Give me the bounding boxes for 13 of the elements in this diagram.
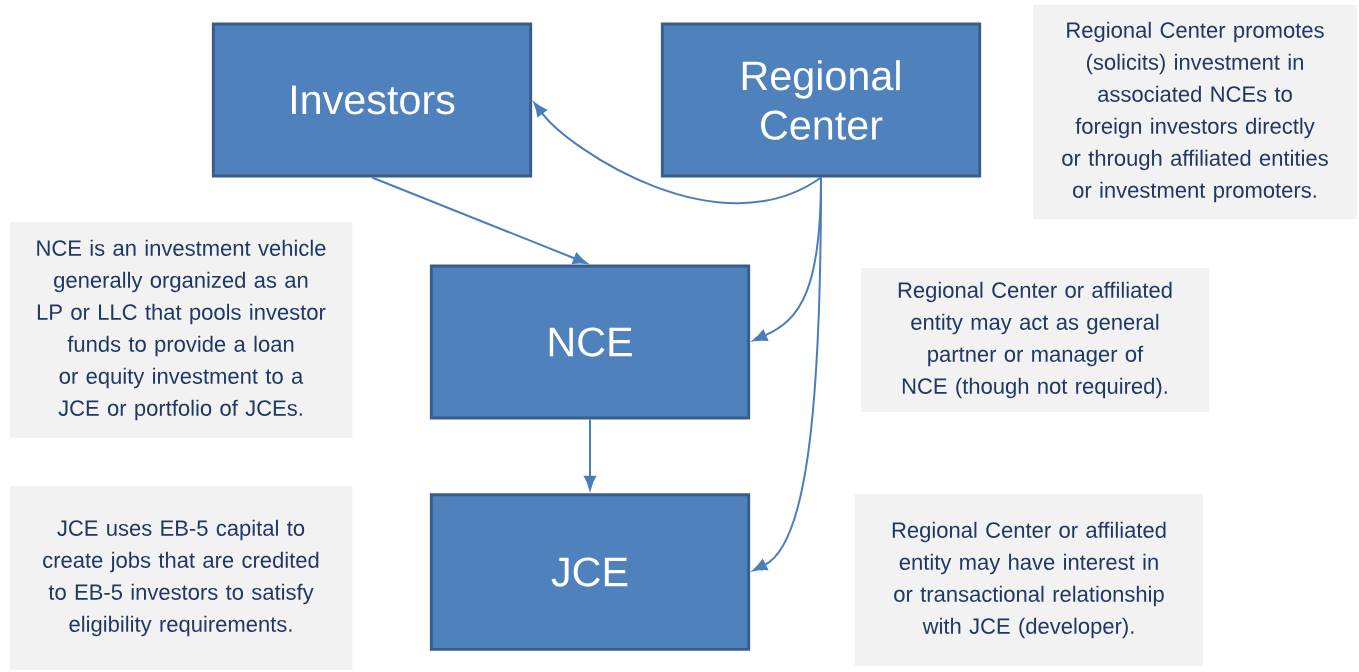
process-box: JCE: [429, 493, 751, 651]
note-box: NCE is an investment vehicle generally organized as an LP or LLC that pools investor funds to provide a loan or equity investment to a JCE or portfolio of JCEs.: [9, 222, 353, 438]
process-box: Regional Center: [660, 22, 982, 178]
note-box: Regional Center or affiliated entity may act as general partner or manager of NCE (though not required).: [861, 268, 1209, 412]
arrow: [371, 176, 588, 265]
arrow: [533, 102, 822, 205]
arrow: [584, 418, 596, 491]
process-box: NCE: [429, 264, 751, 420]
note-box: Regional Center or affiliated entity may have interest in or transactional relationship with JCE (developer).: [855, 494, 1203, 666]
note-box: Regional Center promotes (solicits) investment in associated NCEs to foreign investors directly or through affiliated entities or investment promoters.: [1033, 4, 1357, 220]
note-box: JCE uses EB-5 capital to create jobs that are credited to EB-5 investors to satisfy eligibility requirements.: [9, 486, 353, 670]
arrow: [752, 176, 822, 572]
process-box: Investors: [211, 22, 533, 178]
